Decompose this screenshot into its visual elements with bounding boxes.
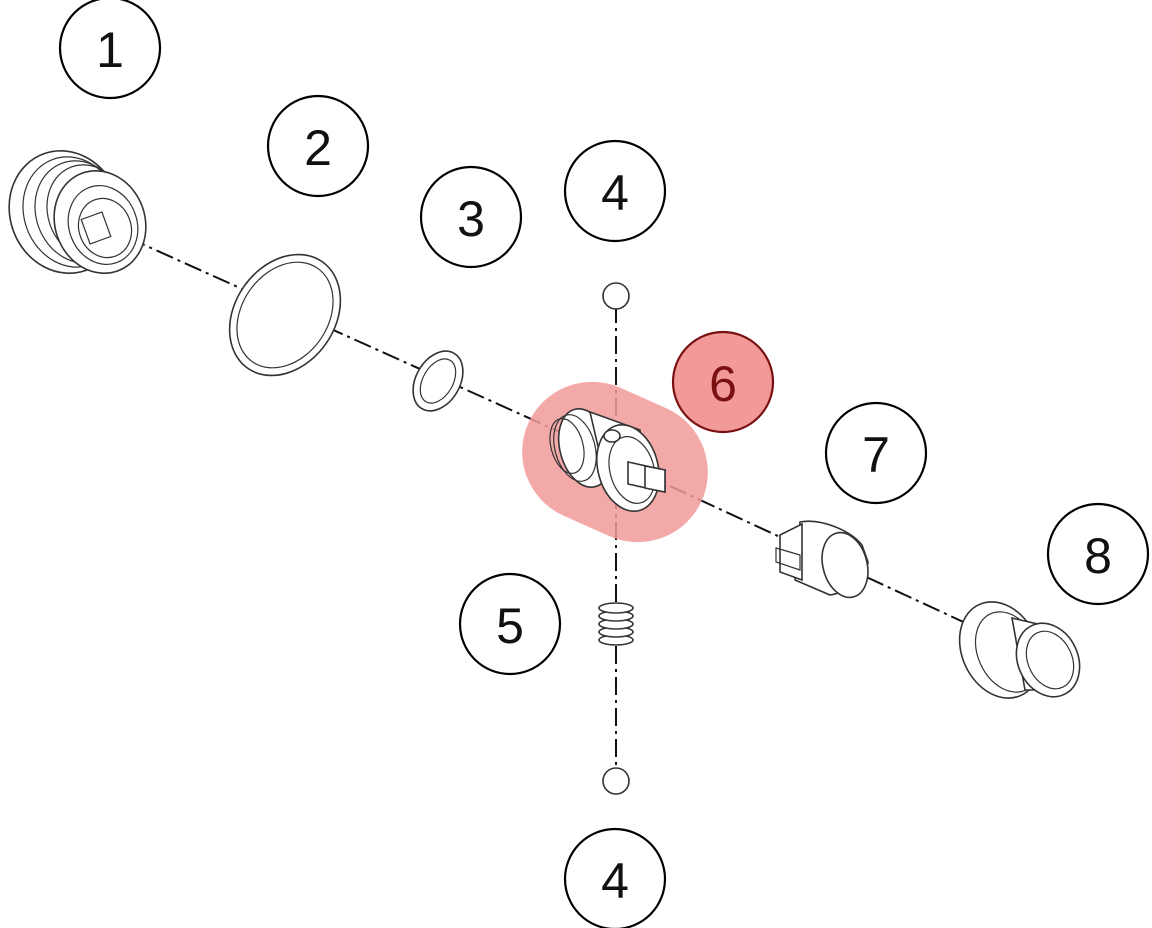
callout-8: 8 <box>1046 502 1150 606</box>
part-4-ball-bottom <box>602 767 630 795</box>
part-4-ball-top <box>602 282 630 310</box>
callout-1-label: 1 <box>96 22 124 78</box>
callout-3-label: 3 <box>457 191 485 247</box>
callout-7: 7 <box>824 401 928 505</box>
callout-4-bottom: 4 <box>563 827 667 928</box>
part-3-small-o-ring <box>412 350 464 412</box>
callout-4-top: 4 <box>563 139 667 243</box>
callout-5-label: 5 <box>496 598 524 654</box>
callout-8-label: 8 <box>1084 528 1112 584</box>
callout-5: 5 <box>458 572 562 676</box>
callout-2-label: 2 <box>304 120 332 176</box>
callout-7-label: 7 <box>862 427 890 483</box>
callout-6-label: 6 <box>709 356 737 412</box>
part-1-threaded-fitting <box>8 149 147 275</box>
part-6-valve-body <box>549 408 666 513</box>
callout-3: 3 <box>419 165 523 269</box>
callout-2: 2 <box>266 94 370 198</box>
callout-1: 1 <box>58 0 162 100</box>
callout-4-top-label: 4 <box>601 165 629 221</box>
callout-4-bottom-label: 4 <box>601 853 629 909</box>
part-2-large-o-ring <box>228 253 342 377</box>
callout-6: 6 <box>671 330 775 434</box>
part-8-end-cap <box>958 601 1081 699</box>
part-7-plunger <box>775 520 869 599</box>
part-5-spring <box>598 602 634 646</box>
